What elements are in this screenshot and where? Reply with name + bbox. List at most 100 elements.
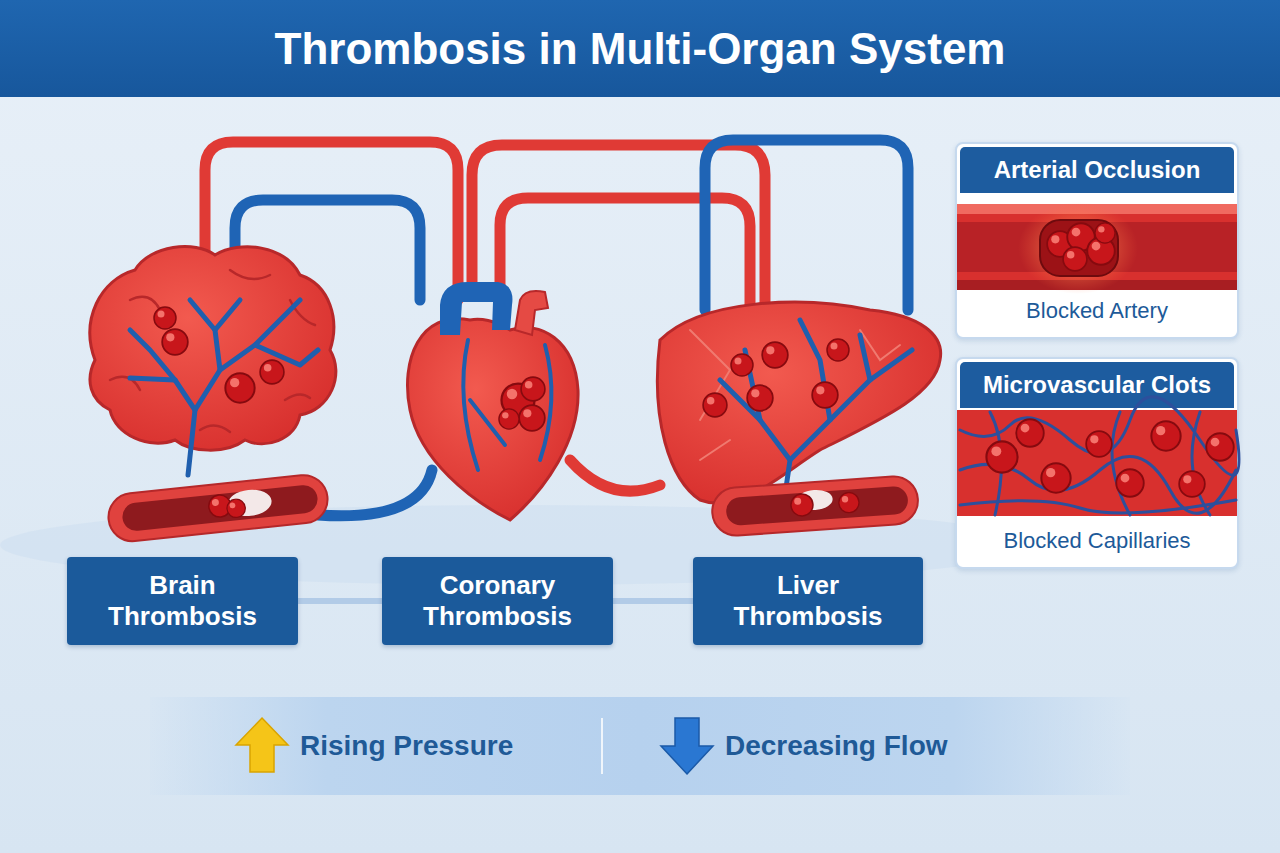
liver-illustration-part-part	[860, 335, 870, 380]
heart-illustration-part	[408, 319, 579, 520]
artery-illustration-part	[1067, 223, 1095, 251]
capillary-illustration-part	[1041, 463, 1070, 492]
artery-illustration-part	[957, 222, 1237, 272]
capillary-illustration-part	[957, 410, 1237, 516]
heart-illustration-part	[440, 282, 512, 335]
organ-label-box: Brain Thrombosis	[67, 557, 298, 645]
vessel-section-part	[790, 493, 813, 516]
liver-illustration-part	[827, 339, 849, 361]
liver-illustration-part-part	[790, 350, 912, 460]
connector-line	[298, 598, 382, 604]
brain-illustration-part	[130, 300, 318, 475]
organ-label-box: Coronary Thrombosis	[382, 557, 613, 645]
brain-illustration-part	[90, 247, 336, 451]
vessel-loops-part	[705, 140, 908, 310]
artery-illustration-part	[957, 280, 1237, 290]
capillary-illustration-part	[1086, 431, 1112, 457]
brain-illustration-part-part	[215, 300, 240, 330]
artery-illustration-part	[1018, 202, 1138, 294]
brain-illustration-part	[225, 373, 254, 402]
artery-illustration-part	[1047, 231, 1073, 257]
node-heading: Brain Thrombosis	[85, 570, 280, 632]
liver-illustration-part	[731, 354, 753, 376]
artery-illustration-part	[1040, 220, 1118, 276]
summary-band: Rising Pressure Decreasing Flow	[150, 697, 1130, 795]
capillary-illustration	[957, 397, 1239, 516]
artery-illustration-part	[1063, 247, 1087, 271]
heart-illustration	[408, 282, 579, 520]
connector-line	[613, 598, 693, 604]
divider	[601, 718, 603, 774]
node-heading: Rising Pressure	[300, 697, 513, 795]
brain-illustration-part-part	[130, 297, 160, 310]
brain-illustration	[90, 247, 336, 475]
vessel-section-part	[226, 498, 246, 518]
brain-illustration-part-part	[190, 300, 220, 410]
node-heading: Coronary Thrombosis	[400, 570, 595, 632]
heart-illustration-part	[499, 409, 519, 429]
brain-illustration-part-part	[200, 425, 230, 432]
liver-illustration	[657, 302, 940, 530]
node-heading: Arterial Occlusion	[960, 147, 1234, 193]
capillary-illustration-part	[986, 441, 1017, 472]
down-arrow	[661, 718, 713, 774]
vessel-section-part	[226, 488, 272, 518]
brain-illustration-part-part	[130, 330, 195, 475]
liver-illustration-part	[703, 393, 727, 417]
capillary-illustration-part	[960, 397, 1239, 515]
node-text: Decreasing Flow	[725, 697, 948, 795]
capillary-illustration-part-part	[960, 456, 1236, 513]
vessel-section-part	[838, 492, 860, 514]
vessel-section	[711, 475, 920, 537]
artery-illustration	[957, 202, 1237, 294]
heart-illustration-part	[463, 340, 551, 470]
artery-illustration-part	[957, 204, 1237, 214]
organ-label-box: Liver Thrombosis	[693, 557, 923, 645]
liver-illustration-part	[762, 342, 788, 368]
artery-illustration-part	[1087, 237, 1115, 265]
node-heading: Liver Thrombosis	[711, 570, 905, 632]
heart-illustration-part	[519, 405, 545, 431]
capillary-illustration-part	[1151, 421, 1180, 450]
heart-illustration-part-part	[540, 345, 551, 460]
brain-illustration-part	[162, 329, 188, 355]
liver-illustration-part	[657, 302, 940, 503]
brain-illustration-part-part	[130, 378, 175, 380]
capillary-illustration-part	[1206, 433, 1234, 461]
brain-illustration-part-part	[230, 270, 270, 279]
vessel-section	[106, 473, 330, 544]
vessel-section-part	[725, 486, 909, 527]
heart-illustration-part	[515, 291, 548, 335]
vessel-loops-part	[472, 145, 765, 320]
capillary-illustration-part-part	[960, 500, 1236, 513]
capillary-illustration-part-part	[1112, 412, 1130, 515]
brain-illustration-part-part	[285, 394, 310, 400]
heart-illustration-part	[521, 377, 545, 401]
liver-illustration-part-part	[700, 440, 730, 460]
artery-illustration-part	[1095, 223, 1115, 243]
brain-illustration-part	[260, 360, 284, 384]
node-heading: Microvascular Clots	[960, 362, 1234, 408]
up-arrow	[236, 718, 288, 772]
title-area: Thrombosis in Multi-Organ System	[0, 0, 1280, 97]
vessel-loops-part	[205, 142, 458, 300]
vessel-section-part	[121, 484, 319, 532]
liver-illustration-part	[812, 382, 838, 408]
node-text: Blocked Artery	[957, 298, 1237, 324]
vessel-section-part	[106, 473, 330, 544]
brain-illustration-part	[154, 307, 176, 329]
liver-illustration-part	[747, 385, 773, 411]
vessel-loops-part	[318, 470, 432, 516]
header-band	[0, 0, 1280, 97]
capillary-illustration-part-part	[960, 397, 1239, 475]
capillary-illustration-part-part	[1192, 412, 1210, 515]
capillary-illustration-part-part	[990, 412, 1001, 515]
vessel-section-part	[711, 475, 920, 537]
vessel-loops-part	[570, 460, 660, 491]
liver-illustration-part	[690, 330, 900, 460]
page-title: Thrombosis in Multi-Organ System	[275, 24, 1006, 74]
band-symbols	[236, 718, 713, 774]
